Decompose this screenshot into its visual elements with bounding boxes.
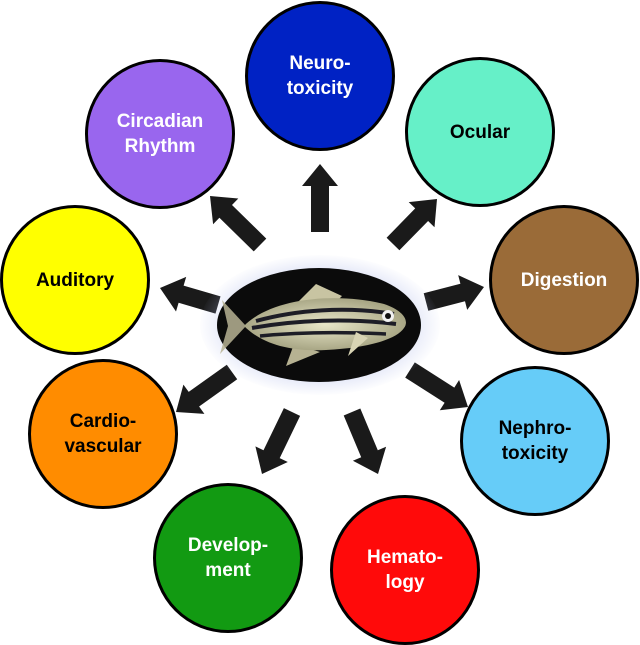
zebrafish-icon <box>217 268 421 382</box>
arrow-cardiovascular <box>176 364 238 414</box>
node-nephrotoxicity: Nephro- toxicity <box>460 366 610 516</box>
arrow-neurotoxicity <box>302 164 338 232</box>
arrow-digestion <box>423 275 484 311</box>
node-circadian-rhythm: Circadian Rhythm <box>85 59 235 209</box>
node-label: Circadian Rhythm <box>116 111 204 157</box>
node-label: Neuro- toxicity <box>286 53 354 99</box>
node-cardiovascular: Cardio- vascular <box>28 359 178 509</box>
arrow-nephrotoxicity <box>405 362 468 411</box>
node-label: Cardio- vascular <box>64 411 142 457</box>
arrow-hematology <box>343 408 387 474</box>
node-label: Digestion <box>520 269 608 291</box>
arrow-ocular <box>386 199 437 251</box>
arrow-circadian-rhythm <box>210 196 267 252</box>
node-label: Nephro- toxicity <box>498 418 572 464</box>
arrow-development <box>255 408 301 474</box>
node-auditory: Auditory <box>0 205 150 355</box>
node-development: Develop- ment <box>153 483 303 633</box>
node-label: Ocular <box>449 121 511 143</box>
node-label: Develop- ment <box>187 535 269 581</box>
node-hematology: Hemato- logy <box>330 495 480 645</box>
node-label: Auditory <box>35 269 115 291</box>
node-neurotoxicity: Neuro- toxicity <box>245 1 395 151</box>
node-ocular: Ocular <box>405 57 555 207</box>
node-digestion: Digestion <box>489 205 639 355</box>
node-label: Hemato- logy <box>366 547 443 593</box>
